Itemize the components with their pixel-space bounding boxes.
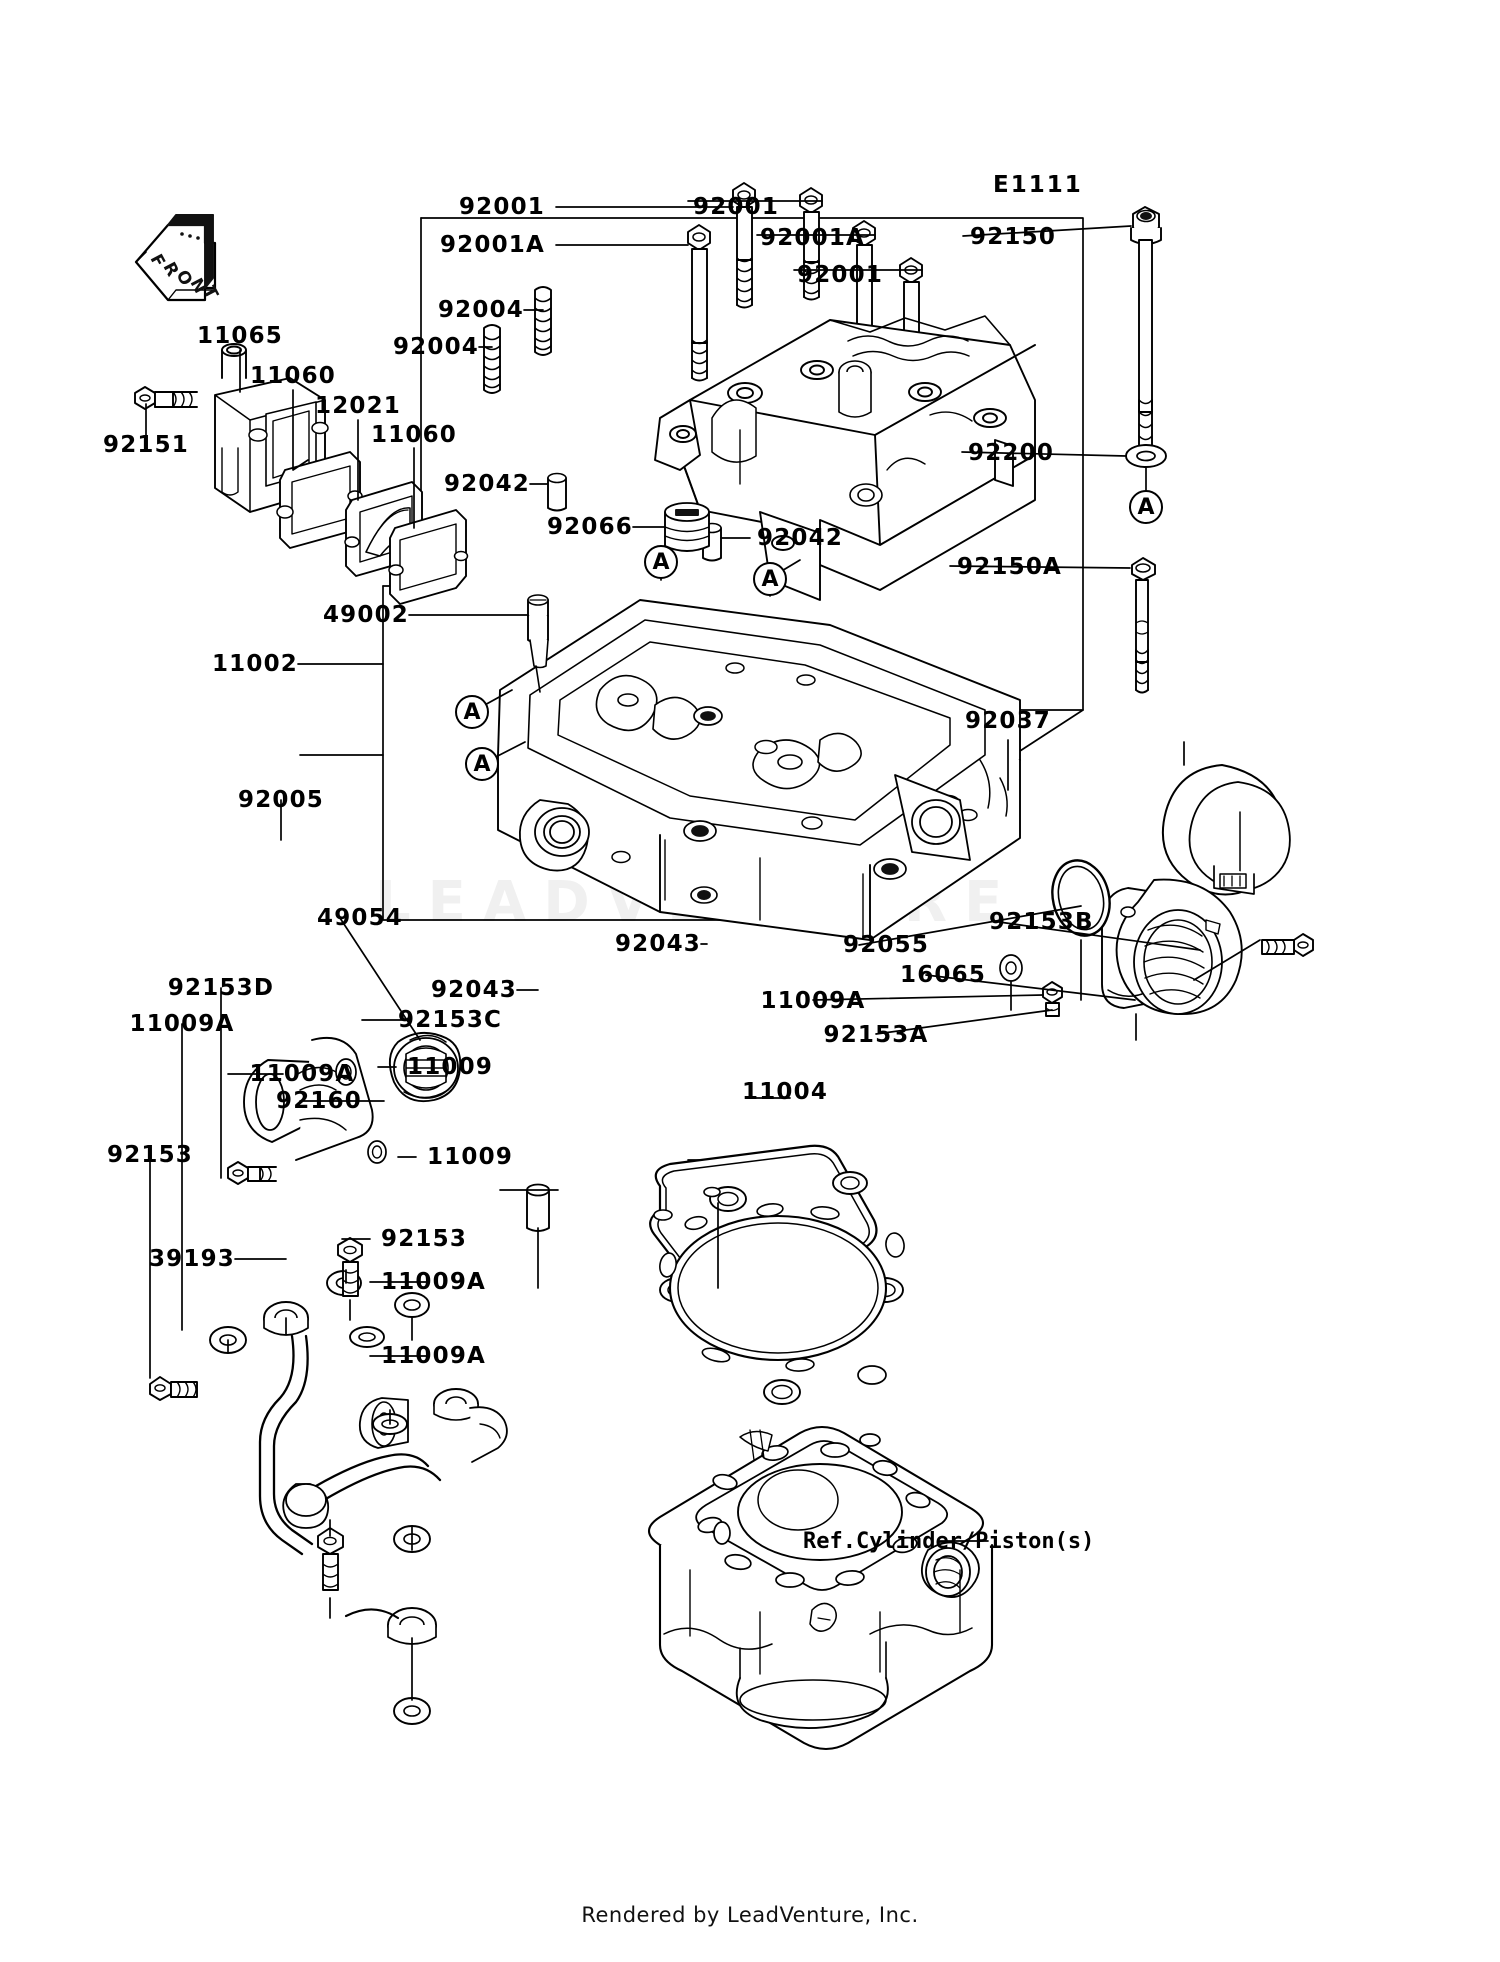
part-49002 <box>527 594 549 693</box>
ref-marker-a-4: A <box>455 695 489 729</box>
bolt-92153-left <box>149 1376 198 1401</box>
label-92200: 92200 <box>968 440 1055 466</box>
label-92055: 92055 <box>843 932 930 958</box>
label-92153-b: 92153 <box>381 1226 468 1252</box>
label-92001a-a: 92001A <box>439 232 545 258</box>
bolt-92001a-a <box>687 224 711 382</box>
camshaft-cap-assembly <box>654 315 1036 601</box>
label-92042-b: 92042 <box>757 525 844 551</box>
bolt-92153d <box>227 1161 277 1185</box>
plug-92066 <box>664 502 710 552</box>
part-92055-small-fitting <box>999 954 1023 982</box>
label-92037: 92037 <box>964 708 1052 734</box>
pin-92042-a <box>547 472 567 512</box>
label-11009-a: 11009 <box>407 1054 494 1080</box>
cylinder-block <box>647 1425 994 1751</box>
ref-marker-a-2: A <box>644 545 678 579</box>
part-11060-gasket-b <box>388 509 469 605</box>
label-49002: 49002 <box>322 602 409 628</box>
label-92153a: 92153A <box>823 1022 929 1048</box>
label-92043-a: 92043 <box>430 977 517 1003</box>
reference-note: Ref.Cylinder/Piston(s) <box>803 1529 1095 1554</box>
label-11060-b: 11060 <box>370 422 458 448</box>
label-11009-b: 11009 <box>427 1144 514 1170</box>
label-39193: 39193 <box>148 1246 235 1272</box>
label-49054: 49054 <box>316 905 404 931</box>
label-92153b: 92153B <box>989 909 1094 935</box>
label-92153-a: 92153 <box>106 1142 194 1168</box>
label-92153d: 92153D <box>167 975 275 1001</box>
front-arrow-icon: F R O N T <box>134 214 222 303</box>
intake-holder-16065 <box>1101 878 1243 1015</box>
o-ring-92055 <box>1051 859 1111 937</box>
bolt-92151 <box>134 386 198 410</box>
label-11009a-a: 11009A <box>760 988 866 1014</box>
label-92001-c: 92001 <box>797 262 884 288</box>
label-11002: 11002 <box>211 651 298 677</box>
label-11009a-c: 11009A <box>249 1061 355 1087</box>
label-92004-a: 92004 <box>437 297 524 323</box>
dowel-92043-a <box>526 1183 550 1232</box>
cylinder-head-11002 <box>497 599 1021 941</box>
label-92160: 92160 <box>275 1088 363 1114</box>
label-92005: 92005 <box>237 787 325 813</box>
label-92066: 92066 <box>546 514 633 540</box>
footer-credit: Rendered by LeadVenture, Inc. <box>581 1903 919 1927</box>
ref-marker-a-1: A <box>1129 490 1163 524</box>
washer-92200 <box>1125 444 1167 468</box>
bolt-92153c <box>337 1237 363 1297</box>
label-11009a-d: 11009A <box>381 1269 487 1295</box>
label-12021: 12021 <box>314 393 402 419</box>
clamp-92037 <box>1161 764 1291 896</box>
label-92150a: 92150A <box>957 554 1063 580</box>
label-92151: 92151 <box>102 432 190 458</box>
washer-11009a-mid <box>394 1292 430 1318</box>
bolt-92153b <box>1261 933 1314 957</box>
diagram-code: E1111 <box>993 172 1083 198</box>
label-92001a-b: 92001A <box>760 225 866 251</box>
label-92001-a: 92001 <box>458 194 545 220</box>
washer-11009a-bottom <box>393 1697 431 1725</box>
part-92004-b <box>483 324 501 394</box>
leader-lines <box>145 200 1261 1701</box>
label-92001-b: 92001 <box>693 194 780 220</box>
label-11009a-e: 11009A <box>381 1343 487 1369</box>
label-11065: 11065 <box>196 323 284 349</box>
bolt-92150 <box>1130 206 1162 454</box>
part-92004-a <box>534 286 552 356</box>
label-11009a-b: 11009A <box>129 1011 235 1037</box>
label-92043-b: 92043 <box>614 931 701 957</box>
label-11060-a: 11060 <box>249 363 337 389</box>
ref-marker-a-5: A <box>465 747 499 781</box>
bolt-92150a <box>1131 557 1156 694</box>
label-16065: 16065 <box>900 962 987 988</box>
bolt-92153-lower <box>317 1527 344 1591</box>
label-92042-a: 92042 <box>443 471 530 497</box>
thermostat-housing-92005 <box>243 1036 387 1164</box>
label-92150: 92150 <box>970 224 1057 250</box>
thermostat-49054 <box>388 1031 462 1103</box>
label-92004-b: 92004 <box>392 334 479 360</box>
washer-11009-a <box>349 1326 385 1348</box>
head-gasket-11004 <box>649 1144 905 1405</box>
label-11004: 11004 <box>742 1079 829 1105</box>
label-92153c: 92153C <box>398 1007 503 1033</box>
ref-marker-a-3: A <box>753 562 787 596</box>
part-11060-gasket-a <box>276 451 363 549</box>
